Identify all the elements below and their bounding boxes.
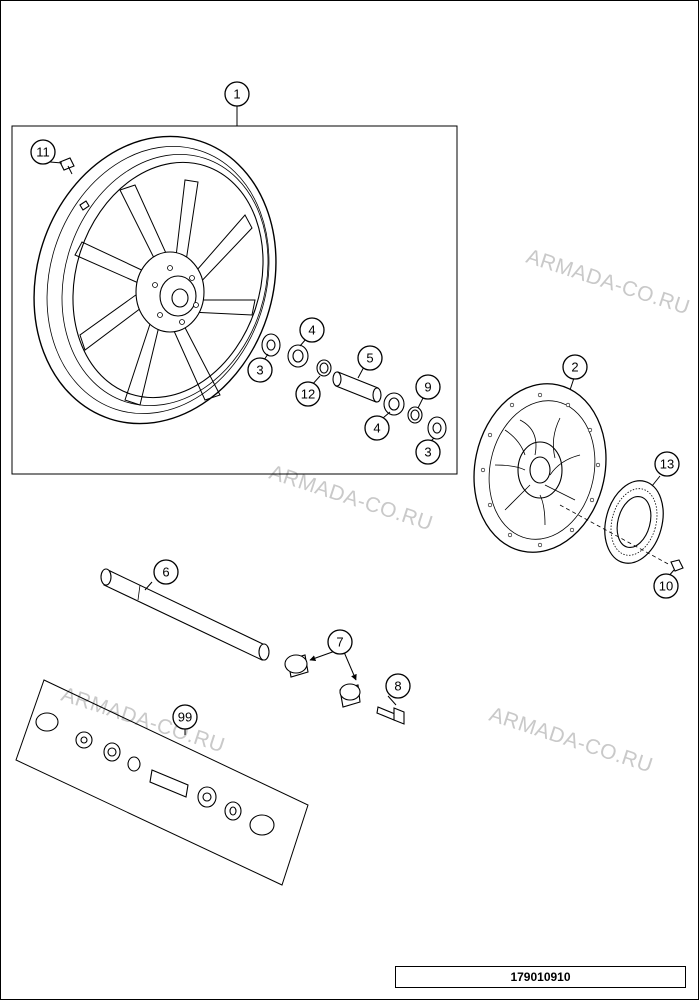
callout-1: 1 xyxy=(224,81,250,107)
front-wheel xyxy=(33,135,277,425)
callout-99: 99 xyxy=(172,704,198,730)
svg-text:4: 4 xyxy=(373,421,380,436)
callout-13: 13 xyxy=(654,451,680,477)
svg-text:10: 10 xyxy=(659,579,673,594)
callout-10: 10 xyxy=(653,573,679,599)
watermark-2: ARMADA-CO.RU xyxy=(266,461,435,536)
part-3-seal-right xyxy=(427,416,447,440)
kit-99-parts xyxy=(35,712,275,836)
part-6-axle xyxy=(100,568,270,661)
svg-text:6: 6 xyxy=(162,565,169,580)
part-2-brake-disc xyxy=(473,383,607,553)
part-11-screw xyxy=(59,157,75,175)
svg-text:3: 3 xyxy=(424,445,431,460)
part-3-seal-left xyxy=(261,333,281,357)
callout-3-right: 3 xyxy=(415,439,441,465)
wheel-assembly-box xyxy=(11,125,458,475)
svg-text:12: 12 xyxy=(301,387,315,402)
watermark-1: ARMADA-CO.RU xyxy=(523,245,692,320)
part-12-ring xyxy=(316,359,332,377)
part-9-ring xyxy=(407,406,423,424)
part-5-spacer-sleeve xyxy=(332,371,382,403)
svg-text:7: 7 xyxy=(336,635,343,650)
part-10-screw xyxy=(670,559,684,572)
callout-9: 9 xyxy=(415,374,441,400)
svg-text:99: 99 xyxy=(178,710,192,725)
callout-4-left: 4 xyxy=(299,317,325,343)
svg-text:4: 4 xyxy=(308,323,315,338)
svg-text:5: 5 xyxy=(366,351,373,366)
callout-7: 7 xyxy=(327,629,353,655)
part-7-spacer-lower xyxy=(339,683,361,708)
watermark-3: ARMADA-CO.RU xyxy=(486,703,655,778)
callout-3-left: 3 xyxy=(247,357,273,383)
kit-box xyxy=(15,679,309,886)
callout-6: 6 xyxy=(153,559,179,585)
callout-4-right: 4 xyxy=(364,415,390,441)
part-8-bolt xyxy=(376,706,405,725)
callout-12: 12 xyxy=(295,381,321,407)
callout-11: 11 xyxy=(30,139,56,165)
callout-8: 8 xyxy=(385,673,411,699)
svg-text:13: 13 xyxy=(660,457,674,472)
part-4-bearing-left xyxy=(287,344,309,368)
callout-2: 2 xyxy=(562,354,588,380)
svg-text:3: 3 xyxy=(256,363,263,378)
svg-text:9: 9 xyxy=(424,380,431,395)
svg-text:11: 11 xyxy=(36,145,50,160)
drawing-number: 179010910 xyxy=(395,966,686,988)
part-7-spacer-upper xyxy=(284,654,309,678)
svg-text:1: 1 xyxy=(233,87,240,102)
svg-text:8: 8 xyxy=(394,679,401,694)
part-4-bearing-right xyxy=(383,392,405,416)
svg-text:2: 2 xyxy=(571,360,578,375)
callout-5: 5 xyxy=(357,345,383,371)
part-13-sensor-ring xyxy=(604,480,664,564)
